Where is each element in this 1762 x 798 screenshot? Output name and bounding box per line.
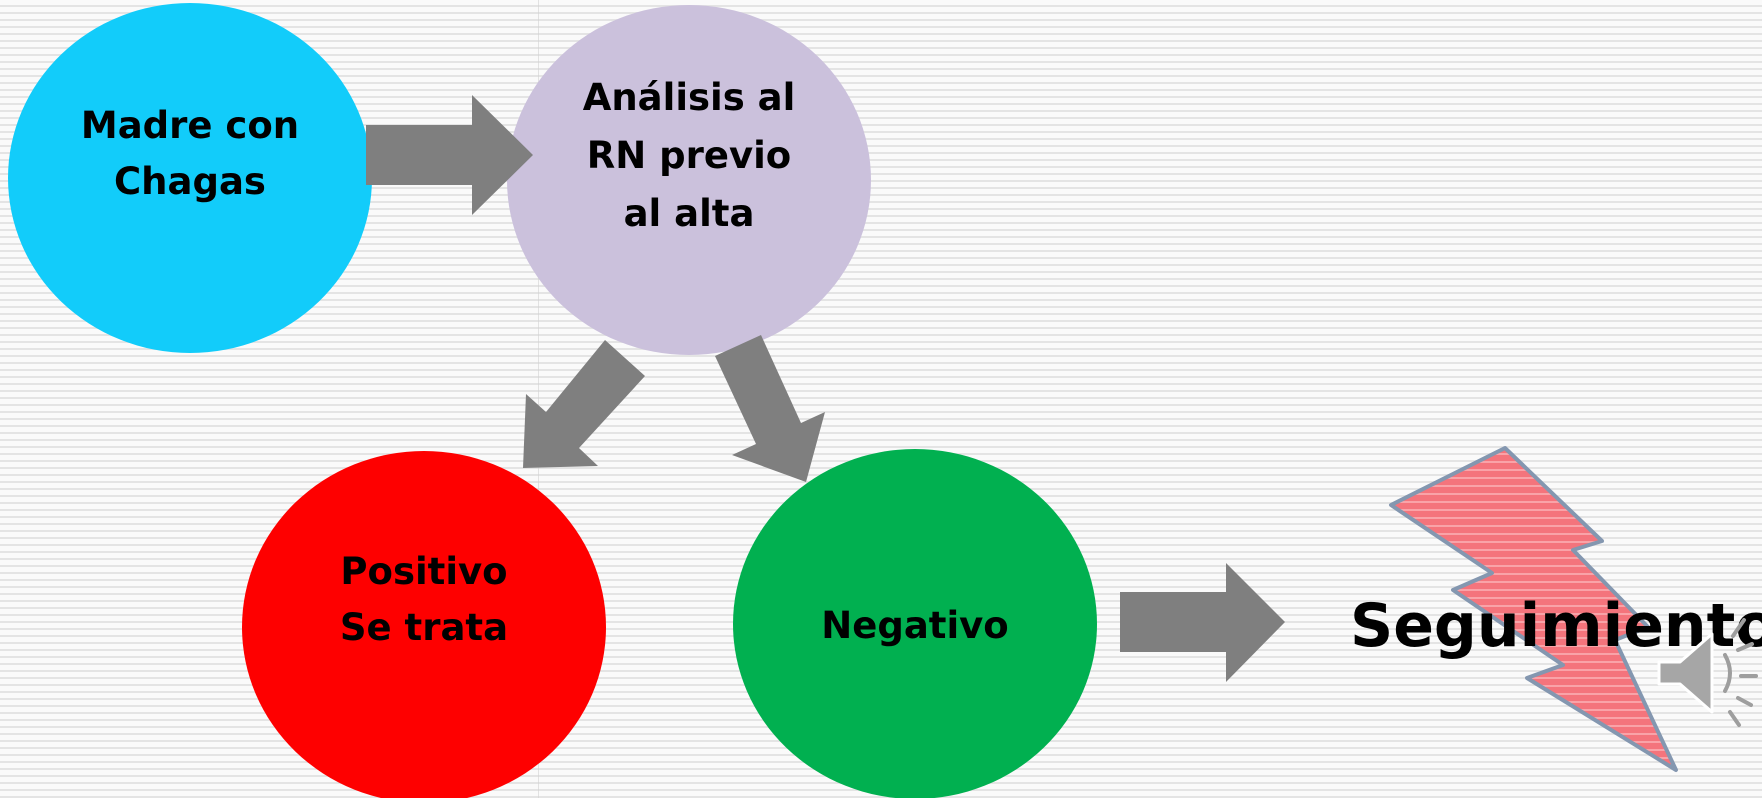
arrow-analysis-to-positive bbox=[523, 340, 645, 468]
speaker-icon[interactable] bbox=[1657, 618, 1758, 727]
arrow-analysis-to-negative bbox=[715, 335, 825, 482]
node-positive: Positivo Se trata bbox=[242, 451, 606, 798]
node-negative: Negativo bbox=[733, 449, 1097, 798]
slide-divider-line bbox=[538, 0, 539, 798]
node-analysis-line1: Análisis al bbox=[583, 76, 796, 119]
node-analysis: Análisis al RN previo al alta bbox=[507, 5, 871, 355]
arrow-negative-to-followup bbox=[1120, 563, 1285, 682]
node-mother-line1: Madre con bbox=[81, 104, 299, 147]
node-positive-line1: Positivo bbox=[340, 550, 507, 593]
node-negative-line1: Negativo bbox=[821, 604, 1008, 647]
arrow-mother-to-analysis bbox=[366, 95, 533, 215]
node-analysis-line3: al alta bbox=[624, 192, 755, 235]
node-positive-line2: Se trata bbox=[340, 606, 508, 649]
node-mother: Madre con Chagas bbox=[8, 3, 372, 353]
node-analysis-line2: RN previo bbox=[587, 134, 791, 177]
lightning-bolt-icon bbox=[1389, 446, 1678, 772]
node-mother-line2: Chagas bbox=[114, 160, 266, 203]
